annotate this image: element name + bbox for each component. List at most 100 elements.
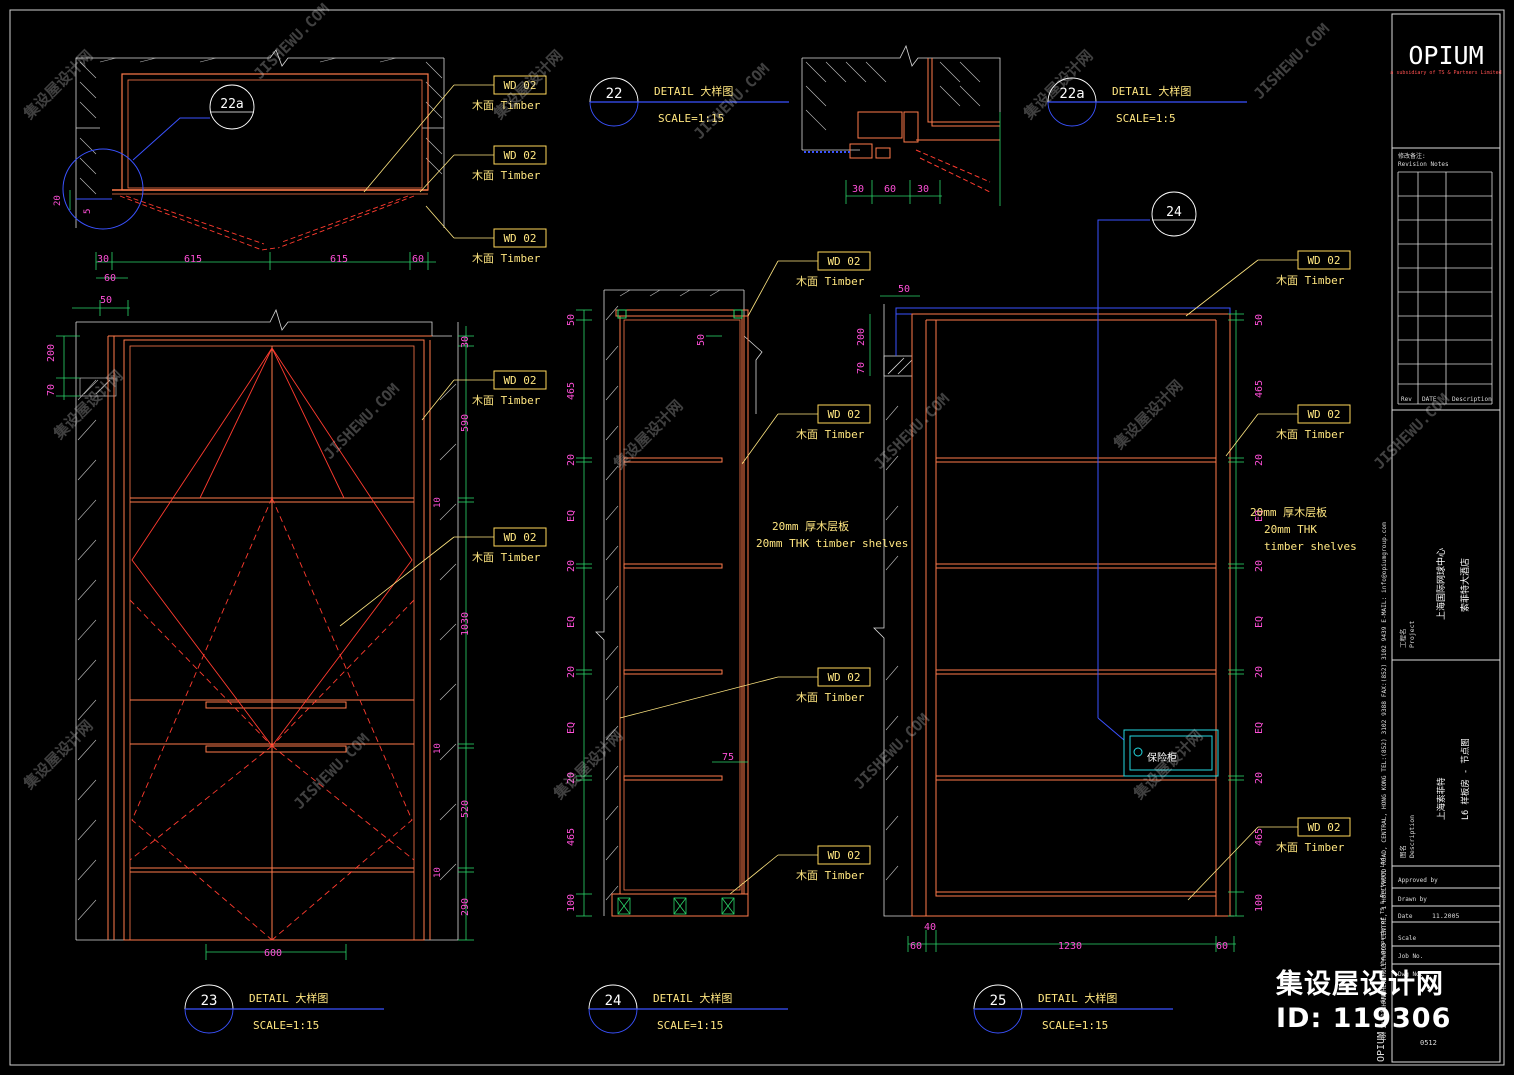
material-code: WD 02 — [1307, 408, 1340, 421]
project-label: 工程名 — [1398, 629, 1407, 649]
dim-24-2: 20 — [566, 454, 577, 466]
dim-23-left-b: 70 — [46, 384, 57, 396]
dim-24-9: 465 — [566, 828, 577, 846]
dim-25-r-5: EQ — [1254, 616, 1265, 628]
dim-23-right-7: 290 — [460, 898, 471, 916]
material-code: WD 02 — [503, 374, 536, 387]
date-value: 11.2005 — [1432, 912, 1459, 920]
dim-25-left-70: 70 — [856, 362, 867, 374]
rev-header-date: DATE — [1422, 396, 1437, 403]
detail-title-text: DETAIL 大样图 — [249, 991, 328, 1005]
dim-23-right-5: 520 — [460, 800, 471, 818]
watermark-site-name: 集设屋设计网 — [1276, 969, 1444, 1000]
shelf-note-25-en2: timber shelves — [1264, 540, 1357, 553]
safe-label: 保险柜 — [1147, 751, 1177, 764]
description-label: 图名 — [1398, 845, 1407, 858]
detail-23-drawing: 50 200 70 30 590 10 1030 10 520 10 290 6… — [46, 295, 474, 960]
shelf-note-24-cn: 20mm 厚木层板 — [772, 519, 849, 533]
dim-23-right-4: 10 — [433, 743, 443, 754]
detail-number: 23 — [201, 993, 218, 1009]
date-label: Date — [1398, 913, 1413, 920]
detail-22a-drawing: 30 60 30 — [801, 44, 1001, 206]
material-code: WD 02 — [503, 232, 536, 245]
detail-scale: SCALE=1:15 — [658, 112, 724, 125]
dim-25-r-4: 20 — [1254, 560, 1265, 572]
dim-25-left-200: 200 — [856, 328, 867, 346]
material-label: 木面 Timber — [472, 252, 541, 265]
project-label-en: Project — [1408, 621, 1416, 648]
dim-23-left-a: 200 — [46, 344, 57, 362]
dim-25-r-8: 20 — [1254, 772, 1265, 784]
detail-number: 25 — [990, 993, 1007, 1009]
approved-by: Approved by — [1398, 877, 1438, 884]
company-logo: OPIUM — [1408, 41, 1483, 70]
dim-23-top: 50 — [100, 295, 112, 306]
dim-23-bottom: 600 — [264, 948, 282, 959]
company-address: RM 102, SHANGHEN HOLLYWOOD CENTRE, 1 HOL… — [1381, 522, 1388, 1040]
dim-22-left-b: 5 — [83, 209, 93, 214]
material-tag-wd02: WD 02 木面 Timber — [363, 75, 547, 193]
description-label-en: Description — [1408, 815, 1416, 858]
detail-scale: SCALE=1:15 — [657, 1019, 723, 1032]
detail-title-text: DETAIL 大样图 — [653, 991, 732, 1005]
dim-25-r-0: 50 — [1254, 314, 1265, 326]
dim-22a-b: 60 — [884, 184, 896, 195]
detail-scale: SCALE=1:15 — [1042, 1019, 1108, 1032]
material-label: 木面 Timber — [472, 169, 541, 182]
dim-22-d: 60 — [412, 254, 424, 265]
dim-25-r-9: 465 — [1254, 828, 1265, 846]
material-code: WD 02 — [503, 149, 536, 162]
dim-23-right-3: 1030 — [460, 612, 471, 636]
material-code: WD 02 — [827, 671, 860, 684]
callout-22a-label: 22a — [220, 97, 243, 112]
watermark-badge: 集设屋设计网 ID: 119306 — [1276, 968, 1451, 1036]
material-tag-wd02: WD 02 木面 Timber — [425, 205, 547, 265]
dim-24-10: 100 — [566, 894, 577, 912]
material-label: 木面 Timber — [1276, 428, 1345, 441]
shelf-note-25-cn: 20mm 厚木层板 — [1250, 505, 1327, 519]
scale-label: Scale — [1398, 935, 1416, 942]
drawn-by: Drawn by — [1398, 896, 1427, 903]
dim-22-b: 615 — [184, 254, 202, 265]
dim-23-right-1: 590 — [460, 414, 471, 432]
material-tag-wd02: WD 02 木面 Timber — [421, 370, 547, 421]
dim-22-left-a: 20 — [53, 195, 63, 206]
dim-22-e: 60 — [104, 273, 116, 284]
detail-title-text: DETAIL 大样图 — [1112, 84, 1191, 98]
material-label: 木面 Timber — [796, 275, 865, 288]
job-number: Job No. — [1398, 953, 1423, 960]
material-label: 木面 Timber — [472, 394, 541, 407]
material-tag-wd02: WD 02 木面 Timber — [1225, 404, 1351, 457]
detail-24-drawing: 50 465 20 EQ 20 EQ 20 EQ 20 465 100 50 7… — [566, 289, 763, 917]
dim-24-4: 20 — [566, 560, 577, 572]
dim-25-bottom-60a: 60 — [910, 941, 922, 952]
dim-22a-a: 30 — [852, 184, 864, 195]
dim-22-c: 615 — [330, 254, 348, 265]
sheet-number: 0512 — [1420, 1039, 1437, 1047]
drawing-number: Dwg No. — [1398, 971, 1423, 978]
material-code: WD 02 — [503, 531, 536, 544]
opium-vertical: OPIUM — [1376, 1032, 1387, 1062]
project-name-line2: 索菲特大酒店 — [1459, 558, 1471, 612]
dim-23-right-2: 10 — [433, 497, 443, 508]
dim-25-r-7: EQ — [1254, 722, 1265, 734]
dim-24-8: 20 — [566, 772, 577, 784]
dim-24-1: 465 — [566, 382, 577, 400]
material-label: 木面 Timber — [1276, 841, 1345, 854]
dim-24-6: 20 — [566, 666, 577, 678]
dim-25-bottom-40: 40 — [924, 922, 936, 933]
dim-22a-c: 30 — [917, 184, 929, 195]
dim-24-inner-75: 75 — [722, 752, 734, 763]
description-line1: 上海索菲特 — [1436, 777, 1447, 820]
watermark-id: ID: 119306 — [1276, 1003, 1452, 1034]
detail-25-drawing: 24 保险柜 50 200 70 50 465 20 EQ 20 EQ 20 E… — [856, 191, 1265, 952]
